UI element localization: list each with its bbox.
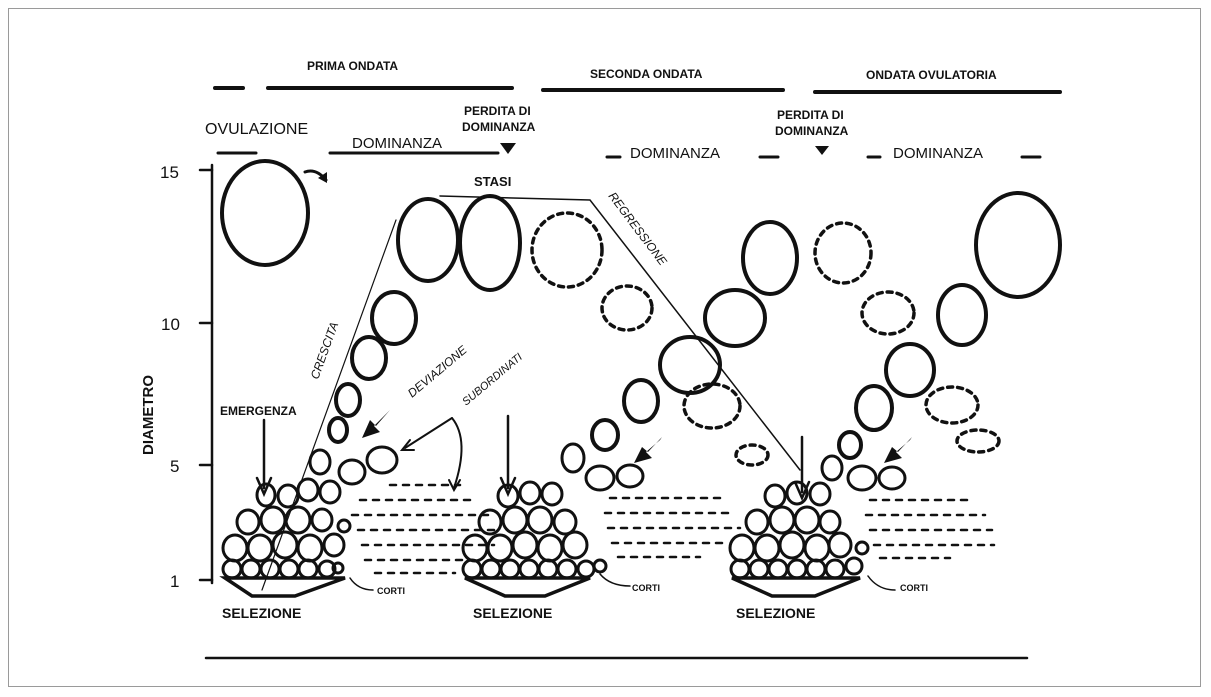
wave1-dominant-follicles <box>329 196 520 442</box>
ovulatory-dominant-follicles <box>839 193 1060 458</box>
loss-marker-1 <box>500 143 516 154</box>
ovulatory-subordinate-dashes <box>866 500 994 558</box>
short-label-3: CORTI <box>900 583 928 593</box>
y-tick-10: 10 <box>161 315 180 334</box>
wave2-dominant-follicles <box>592 222 797 450</box>
short-label-2: CORTI <box>632 583 660 593</box>
deviation-label: DEVIAZIONE <box>405 342 470 400</box>
selection-bracket-3 <box>732 578 860 596</box>
dominance-label-1: DOMINANZA <box>352 135 442 152</box>
labels: PRIMA ONDATA SECONDA ONDATA ONDATA OVULA… <box>140 59 997 621</box>
growth-label: CRESCITA <box>308 320 342 381</box>
wave-first-label: PRIMA ONDATA <box>307 59 398 73</box>
y-tick-15: 15 <box>160 163 179 182</box>
dominance-label-2: DOMINANZA <box>630 145 720 162</box>
ovulated-follicle <box>222 161 308 265</box>
selection-bracket-2 <box>465 578 590 596</box>
y-axis-label: DIAMETRO <box>140 375 157 455</box>
subordinates-arrows <box>405 418 462 488</box>
stasis-label: STASI <box>474 174 511 189</box>
ovulation-label: OVULAZIONE <box>205 121 308 138</box>
selection-label-3: SELEZIONE <box>736 605 815 621</box>
y-axis <box>200 165 212 583</box>
wave2-subordinate-dashes <box>605 498 740 557</box>
wave1-cohort <box>223 447 397 578</box>
short-label-1: CORTI <box>377 586 405 596</box>
selection-label-2: SELEZIONE <box>473 605 552 621</box>
y-tick-5: 5 <box>170 457 179 476</box>
loss-dominance-1b: DOMINANZA <box>462 120 536 134</box>
subordinates-label: SUBORDINATI <box>460 351 525 408</box>
ovulatory-regressing-follicles <box>815 223 999 452</box>
selection-bracket-1 <box>225 578 345 596</box>
loss-marker-2 <box>815 146 829 155</box>
wave2-cohort <box>463 444 643 578</box>
wave-bars <box>215 88 1060 92</box>
dominance-label-3: DOMINANZA <box>893 145 983 162</box>
loss-dominance-2b: DOMINANZA <box>775 124 849 138</box>
loss-dominance-1a: PERDITA DI <box>464 104 531 118</box>
wave-ovulatory-label: ONDATA OVULATORIA <box>866 68 997 82</box>
selection-label-1: SELEZIONE <box>222 605 301 621</box>
y-tick-1: 1 <box>170 572 179 591</box>
wave-second-label: SECONDA ONDATA <box>590 67 703 81</box>
ovulatory-cohort <box>730 456 905 578</box>
wave2-regressing-follicles <box>684 384 768 465</box>
loss-dominance-2a: PERDITA DI <box>777 108 844 122</box>
regression-label: REGRESSIONE <box>606 189 671 269</box>
emergence-label: EMERGENZA <box>220 404 297 418</box>
